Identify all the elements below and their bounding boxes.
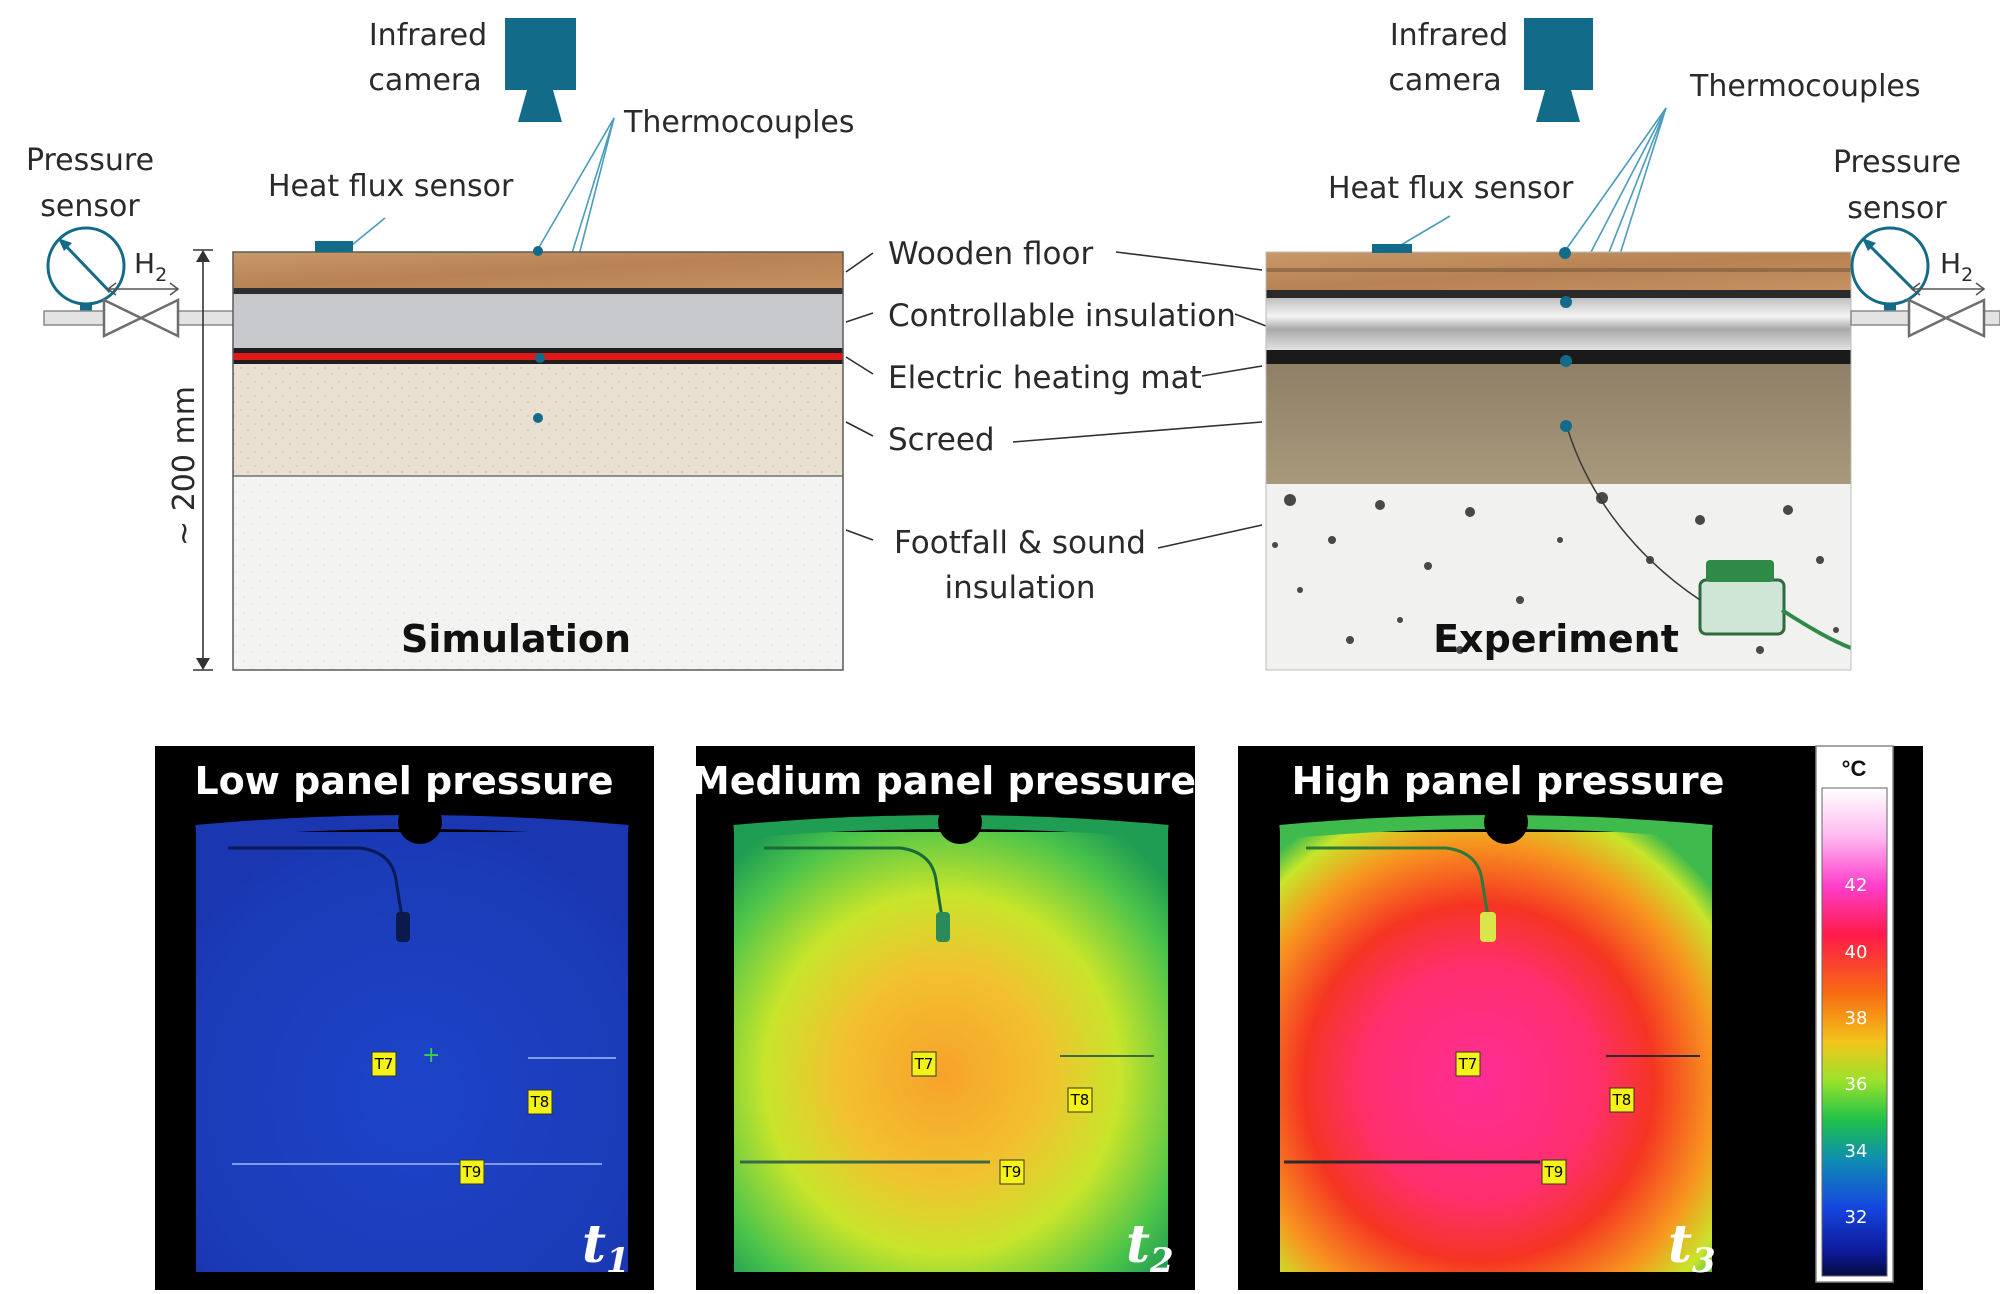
dimension-label: ~ 200 mm — [167, 386, 202, 546]
marker-t8: T8 — [1612, 1091, 1632, 1109]
sim-pressure-label-line1: Pressure — [26, 143, 154, 178]
dimension-arrow — [193, 249, 213, 671]
marker-t9: T9 — [1002, 1163, 1022, 1181]
label-electric-heating-mat: Electric heating mat — [888, 360, 1202, 396]
sim-thermocouple-dot — [535, 353, 545, 363]
sim-heat-flux-sensor-icon — [315, 241, 353, 252]
sim-insulation-layer — [233, 294, 843, 348]
markers-panel-medium: T7 T8 T9 — [911, 1051, 1093, 1185]
exp-valve-icon — [1907, 298, 1986, 338]
exp-thermocouple-dot — [1560, 355, 1572, 367]
label-footfall-line1: Footfall & sound — [894, 525, 1146, 561]
exp-thermocouple-dot — [1560, 420, 1572, 432]
exp-heat-flux-leader — [1400, 215, 1451, 246]
sim-gas-label: H2 — [134, 247, 167, 286]
sim-pressure-gauge-icon — [46, 226, 126, 313]
marker-t7: T7 — [374, 1055, 394, 1073]
colorbar-tick: 34 — [1845, 1141, 1868, 1162]
experiment-diagram: Infrared camera Thermocouples Pressure s… — [1265, 18, 2000, 671]
exp-thermocouple-dot — [1560, 296, 1572, 308]
colorbar-tick: 40 — [1845, 942, 1868, 963]
thermal-panel-medium — [696, 746, 1195, 1290]
marker-t9: T9 — [1544, 1163, 1564, 1181]
sim-camera-label-line1: Infrared — [369, 18, 487, 53]
label-wooden-floor: Wooden floor — [888, 236, 1093, 272]
sim-heat-flux-leader — [351, 217, 386, 246]
thermal-title-high: High panel pressure — [1292, 759, 1725, 803]
markers-panel-high: T7 T8 T9 — [1455, 1051, 1635, 1185]
sim-heat-flux-label: Heat flux sensor — [268, 169, 514, 204]
sim-wood-layer — [233, 252, 843, 288]
sim-pressure-label-line2: sensor — [40, 189, 140, 224]
marker-t8: T8 — [1070, 1091, 1090, 1109]
exp-pressure-label-line2: sensor — [1847, 191, 1947, 226]
thermal-panel-low — [155, 746, 654, 1290]
colorbar-tick: 32 — [1845, 1207, 1868, 1228]
colorbar-tick: 36 — [1845, 1074, 1868, 1095]
sim-camera-label-line2: camera — [368, 63, 481, 98]
experiment-photo — [1265, 251, 1852, 671]
time-label-t2: t2 — [1126, 1214, 1174, 1281]
sim-heating-mat-top — [233, 348, 843, 353]
camera-icon — [1524, 18, 1593, 122]
colorbar-tick: 38 — [1845, 1008, 1868, 1029]
exp-camera-label-line1: Infrared — [1390, 18, 1508, 53]
experiment-title: Experiment — [1433, 617, 1679, 661]
exp-thermocouples-label: Thermocouples — [1689, 69, 1921, 104]
exp-pipe — [1850, 310, 2000, 326]
exp-thermocouple-dot — [1559, 247, 1571, 259]
sim-thermocouple-dot — [533, 413, 543, 423]
marker-t9: T9 — [462, 1163, 482, 1181]
time-label-t1: t1 — [582, 1214, 630, 1281]
colorbar-tick: 42 — [1845, 875, 1868, 896]
label-screed: Screed — [888, 422, 995, 458]
time-label-t3: t3 — [1668, 1214, 1716, 1281]
colorbar-unit: °C — [1842, 756, 1867, 781]
exp-heat-flux-sensor-icon — [1372, 244, 1412, 253]
exp-gas-label: H2 — [1940, 247, 1973, 286]
colorbar: °C — [1815, 745, 1894, 1283]
markers-panel-low: T7 + T8 T9 — [371, 1043, 553, 1185]
exp-camera-label-line2: camera — [1388, 63, 1501, 98]
thermal-title-medium: Medium panel pressure — [692, 759, 1196, 803]
thermal-title-low: Low panel pressure — [194, 759, 613, 803]
simulation-title: Simulation — [401, 617, 631, 661]
thermal-panel-high — [1238, 746, 1923, 1290]
exp-heat-flux-label: Heat flux sensor — [1328, 171, 1574, 206]
label-controllable-insulation: Controllable insulation — [888, 298, 1236, 334]
exp-gas-arrow — [1910, 282, 1986, 296]
thermal-panels: Low panel pressure t1 Medium panel press… — [155, 745, 1923, 1290]
layer-leader-lines — [845, 251, 1267, 549]
layer-labels: Wooden floor Controllable insulation Ele… — [845, 236, 1267, 606]
marker-t7: T7 — [914, 1055, 934, 1073]
exp-pressure-label-line1: Pressure — [1833, 145, 1961, 180]
sim-thermocouple-dot — [533, 246, 543, 256]
simulation-diagram: Infrared camera Thermocouples Pressure s… — [26, 18, 855, 671]
label-footfall-line2: insulation — [944, 570, 1095, 606]
colorbar-ticks: 42 40 38 36 34 32 — [1845, 875, 1868, 1228]
sim-gas-arrow — [106, 282, 180, 296]
marker-t8: T8 — [530, 1093, 550, 1111]
sim-footfall-layer — [233, 476, 843, 670]
camera-icon — [505, 18, 576, 122]
sim-thermocouples-label: Thermocouples — [623, 105, 855, 140]
crosshair-icon: + — [422, 1043, 440, 1068]
exp-pressure-gauge-icon — [1850, 226, 1930, 313]
sim-wood-bottom-line — [233, 288, 843, 294]
sim-valve-icon — [102, 298, 180, 338]
marker-t7: T7 — [1458, 1055, 1478, 1073]
